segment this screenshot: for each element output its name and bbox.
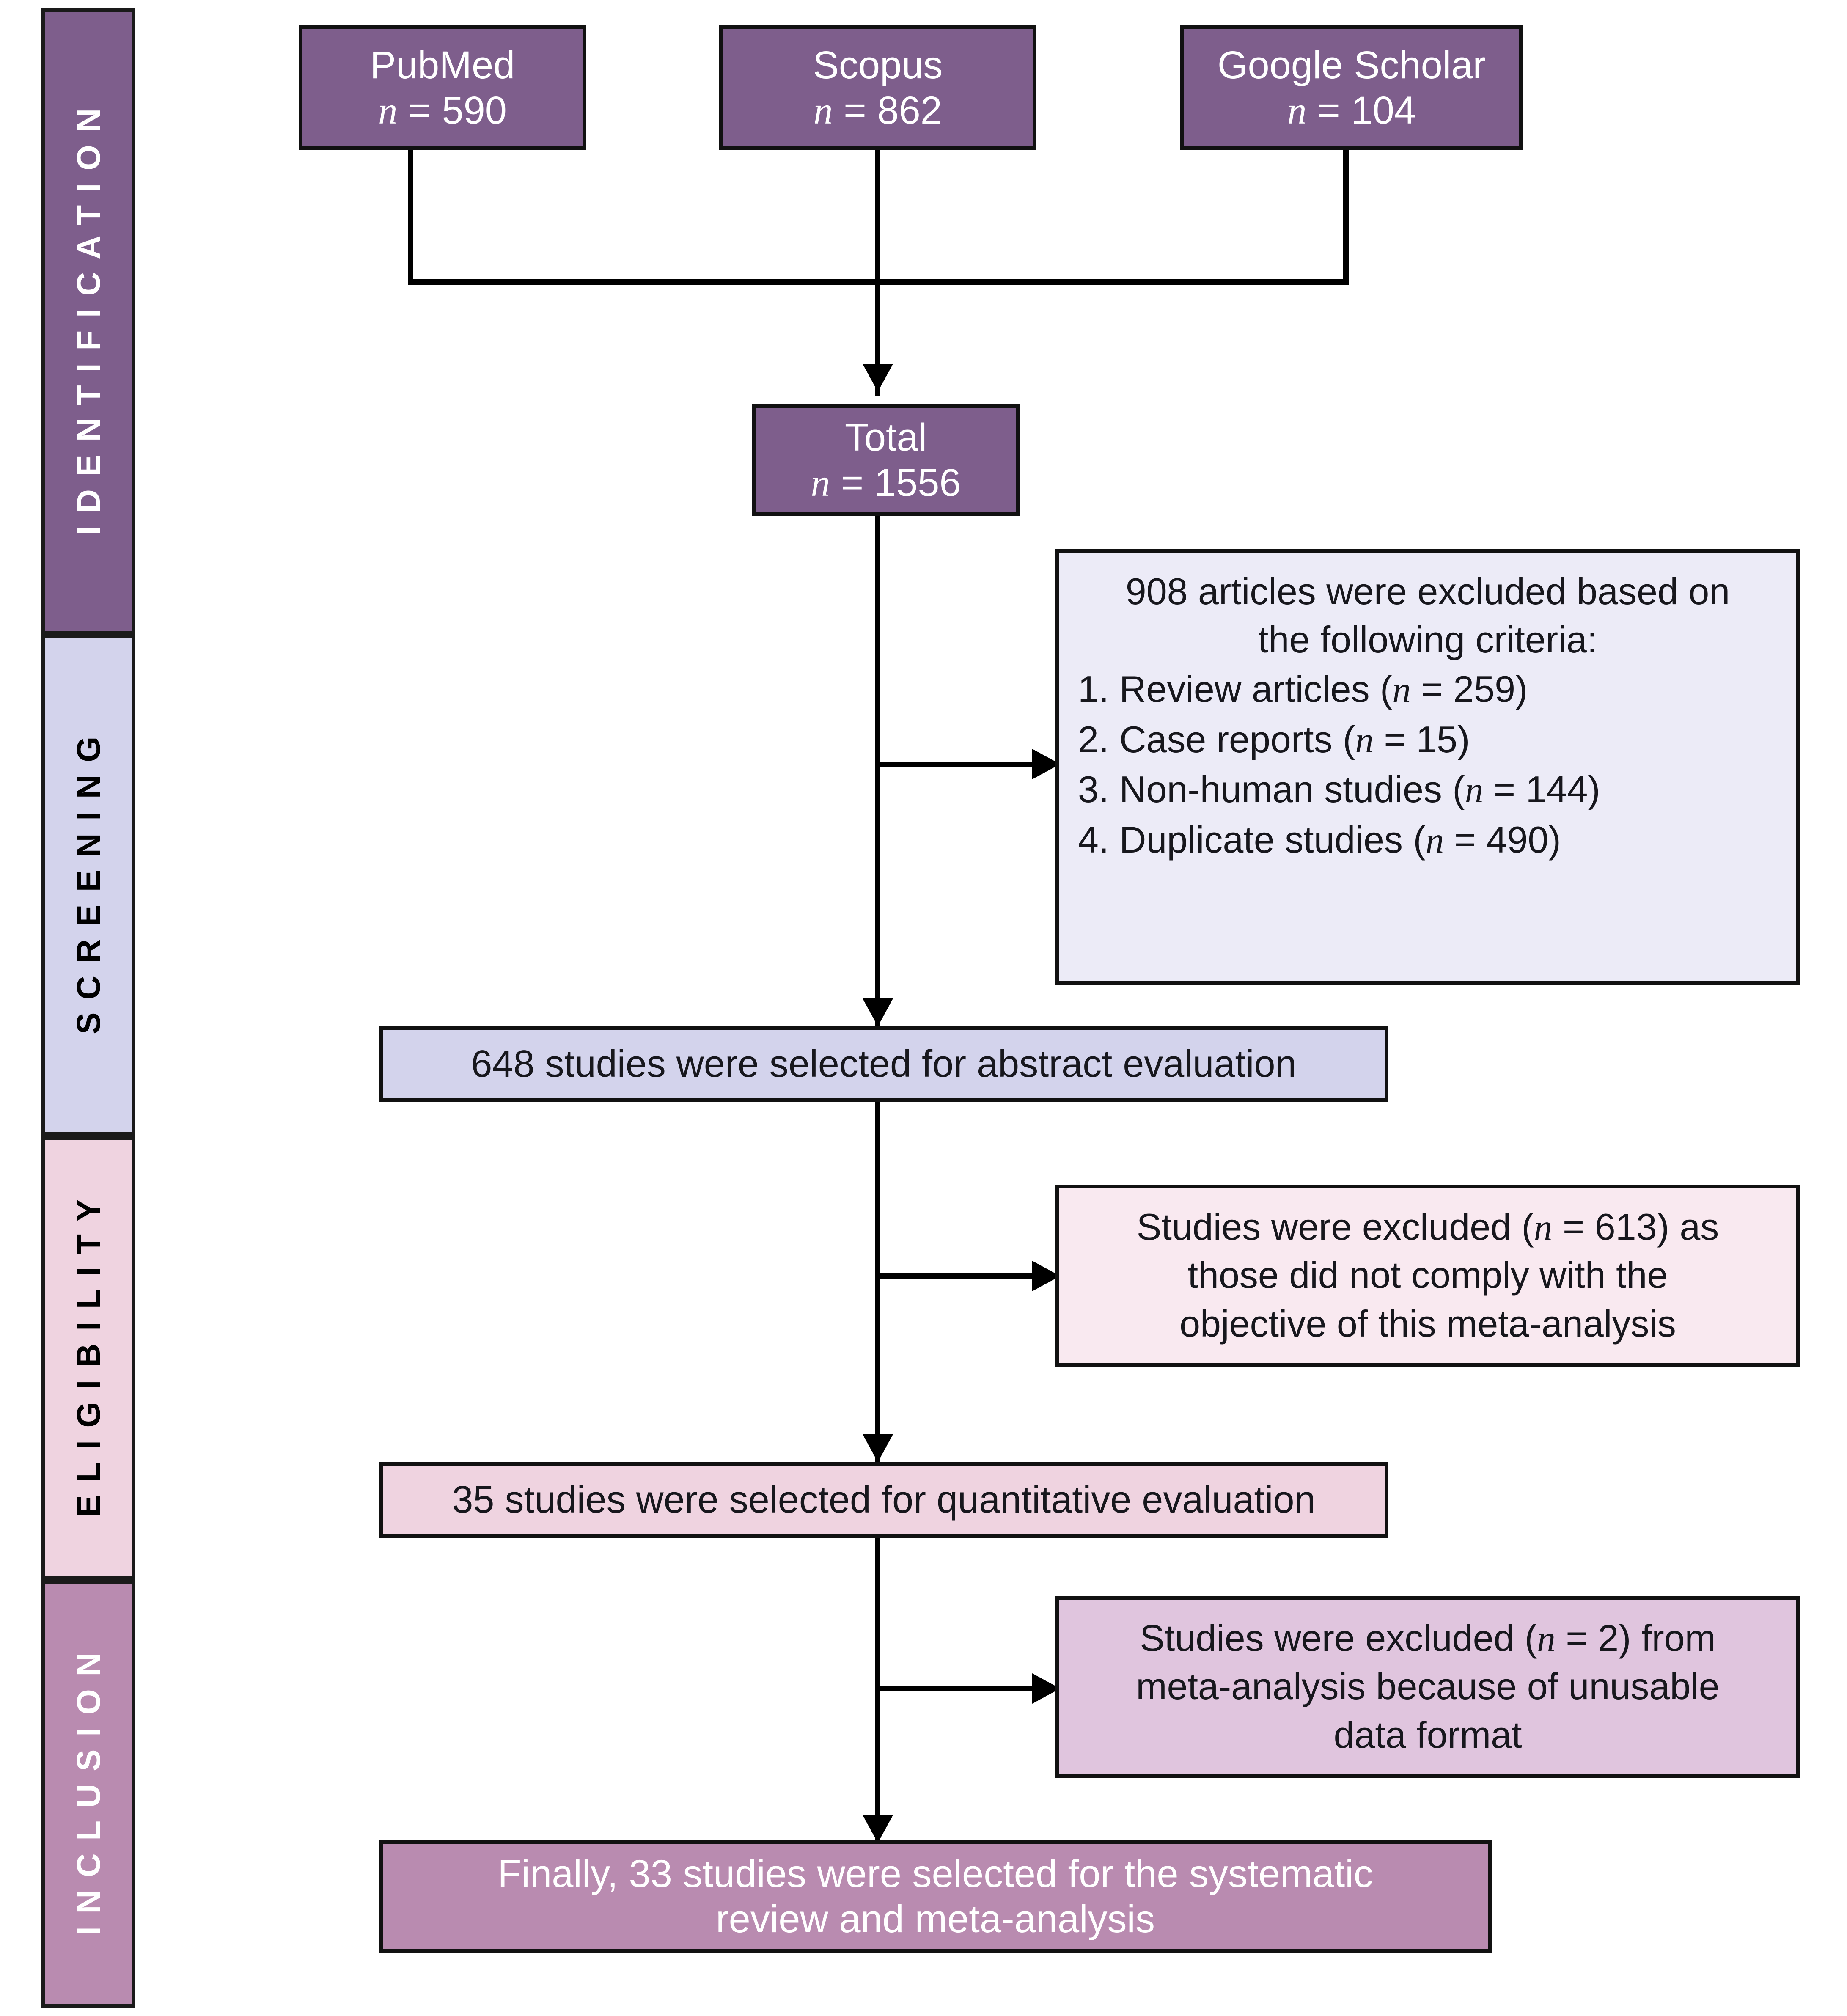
stage-band-inclusion: INCLUSION bbox=[41, 1580, 135, 2008]
connector-branch-to-inclusion-exclusion bbox=[875, 1686, 1048, 1691]
total-label: Total bbox=[844, 415, 927, 459]
inclusion-exclusion-line2: meta-analysis because of unusable bbox=[1136, 1665, 1720, 1708]
final-inclusion-box: Finally, 33 studies were selected for th… bbox=[379, 1840, 1492, 1953]
source-count-google-scholar: n = 104 bbox=[1287, 88, 1416, 132]
criterion-item-4: 4. Duplicate studies (n = 490) bbox=[1078, 818, 1561, 861]
total-count: n = 1556 bbox=[811, 461, 961, 504]
stage-band-screening: SCREENING bbox=[41, 635, 135, 1136]
eligibility-exclusion-line1: Studies were excluded (n = 613) as bbox=[1136, 1206, 1719, 1248]
total-box: Total n = 1556 bbox=[752, 404, 1020, 516]
connector-abstract-to-quantitative bbox=[875, 1102, 880, 1464]
stage-band-eligibility: ELIGIBILITY bbox=[41, 1136, 135, 1580]
abstract-evaluation-box: 648 studies were selected for abstract e… bbox=[379, 1026, 1388, 1102]
connector-branch-to-eligibility-exclusion bbox=[875, 1273, 1048, 1279]
connector-bus-to-total bbox=[875, 279, 880, 391]
stage-label-screening: SCREENING bbox=[70, 723, 107, 1034]
stage-label-identification: IDENTIFICATION bbox=[70, 95, 107, 535]
arrow-to-abstract-box bbox=[863, 998, 893, 1026]
source-name-scopus: Scopus bbox=[813, 43, 943, 87]
connector-google-scholar-down bbox=[1343, 150, 1349, 285]
source-box-pubmed: PubMed n = 590 bbox=[299, 25, 586, 150]
screening-exclusion-box: 908 articles were excluded based on the … bbox=[1055, 549, 1800, 985]
final-line2: review and meta-analysis bbox=[715, 1897, 1155, 1941]
criterion-item-1: 1. Review articles (n = 259) bbox=[1078, 668, 1528, 710]
source-box-scopus: Scopus n = 862 bbox=[719, 25, 1036, 150]
quantitative-evaluation-text: 35 studies were selected for quantitativ… bbox=[452, 1478, 1316, 1521]
arrow-to-quantitative-box bbox=[863, 1434, 893, 1462]
inclusion-exclusion-line1: Studies were excluded (n = 2) from bbox=[1140, 1617, 1716, 1659]
stage-label-inclusion: INCLUSION bbox=[70, 1639, 107, 1936]
arrow-to-final-box bbox=[863, 1815, 893, 1843]
stage-band-identification: IDENTIFICATION bbox=[41, 8, 135, 635]
final-line1: Finally, 33 studies were selected for th… bbox=[497, 1852, 1373, 1895]
source-count-scopus: n = 862 bbox=[814, 88, 942, 132]
criterion-item-3: 3. Non-human studies (n = 144) bbox=[1078, 768, 1600, 811]
screening-exclusion-heading-line2: the following criteria: bbox=[1258, 619, 1598, 661]
inclusion-exclusion-box: Studies were excluded (n = 2) from meta-… bbox=[1055, 1596, 1800, 1778]
source-box-google-scholar: Google Scholar n = 104 bbox=[1180, 25, 1523, 150]
inclusion-exclusion-line3: data format bbox=[1333, 1713, 1522, 1756]
eligibility-exclusion-line3: objective of this meta-analysis bbox=[1179, 1302, 1676, 1345]
source-name-pubmed: PubMed bbox=[370, 43, 515, 87]
connector-pubmed-down bbox=[408, 150, 413, 285]
arrow-to-total-box bbox=[863, 364, 893, 392]
source-name-google-scholar: Google Scholar bbox=[1217, 43, 1486, 87]
eligibility-exclusion-box: Studies were excluded (n = 613) as those… bbox=[1055, 1185, 1800, 1367]
quantitative-evaluation-box: 35 studies were selected for quantitativ… bbox=[379, 1462, 1388, 1538]
criterion-item-2: 2. Case reports (n = 15) bbox=[1078, 718, 1470, 760]
stage-label-eligibility: ELIGIBILITY bbox=[70, 1186, 107, 1517]
abstract-evaluation-text: 648 studies were selected for abstract e… bbox=[471, 1042, 1297, 1085]
connector-branch-to-screening-exclusion bbox=[875, 762, 1048, 767]
connector-total-to-abstract bbox=[875, 516, 880, 1030]
screening-exclusion-criteria-list: 1. Review articles (n = 259) 2. Case rep… bbox=[1070, 664, 1785, 865]
source-count-pubmed: n = 590 bbox=[378, 88, 507, 132]
eligibility-exclusion-line2: those did not comply with the bbox=[1187, 1254, 1668, 1296]
screening-exclusion-heading-line1: 908 articles were excluded based on bbox=[1125, 570, 1730, 612]
